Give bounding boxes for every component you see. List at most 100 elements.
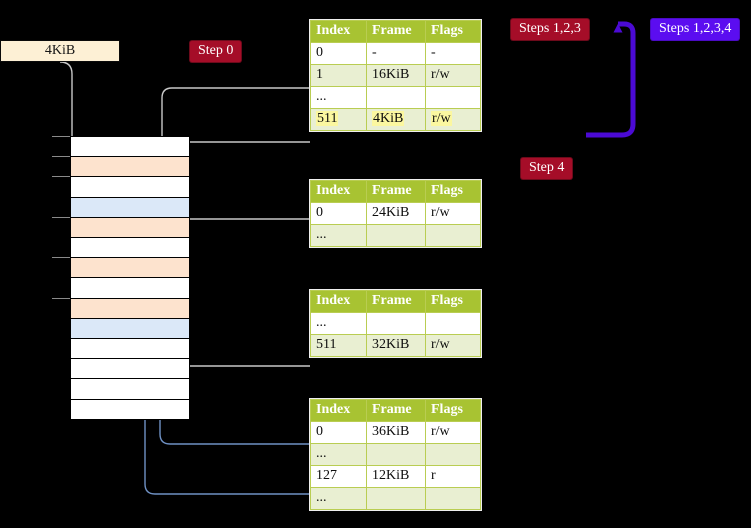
cell-flags: r/w [425,421,481,444]
cell-flags: r/w [425,334,481,357]
memory-frame-row [70,358,190,380]
cell-frame [366,86,426,109]
table-row[interactable]: ... [310,224,481,247]
wire-l3row0-to-mem6 [177,218,310,266]
memory-frame-row [70,277,190,299]
memory-frame-row [70,237,190,259]
table-row[interactable]: ... [310,487,481,510]
memory-frame-row [70,338,190,360]
cell-index: ... [310,224,367,247]
column-header-frame: Frame [366,399,426,422]
cell-flags: r/w [425,64,481,87]
column-header-flags: Flags [425,399,481,422]
memory-frame-row [70,317,190,339]
memory-frame-row [70,136,190,158]
column-header-index: Index [310,180,367,203]
badge-step-0: Step 0 [190,41,242,62]
table-row[interactable]: 511 4KiB r/w [310,108,481,131]
cell-flags [425,224,481,247]
cell-frame: - [366,42,426,65]
cell-index: 127 [310,465,367,488]
cell-index: ... [310,443,367,466]
table-row[interactable]: ... [310,86,481,109]
column-header-frame: Frame [366,180,426,203]
highlighted-value: 511 [316,111,339,126]
cell-flags [425,487,481,510]
badge-step-4: Step 4 [521,158,573,179]
cell-flags: - [425,42,481,65]
column-header-flags: Flags [425,290,481,313]
cell-frame: 24KiB [366,202,426,225]
column-header-index: Index [310,399,367,422]
cell-index: ... [310,86,367,109]
memory-frame-row [70,216,190,238]
memory-tick-mark [52,176,70,178]
cell-frame [366,312,426,335]
memory-tick-mark [52,216,70,218]
column-header-index: Index [310,20,367,43]
cell-frame [366,443,426,466]
cell-frame: 4KiB [366,108,426,131]
physical-memory-column [52,136,190,420]
cell-frame: 12KiB [366,465,426,488]
cell-flags [425,86,481,109]
memory-frame-row [70,156,190,178]
cell-frame: 36KiB [366,421,426,444]
badge-steps-123: Steps 1,2,3 [511,19,589,40]
table-row[interactable]: ... [310,443,481,466]
cell-flags [425,443,481,466]
cell-frame [366,487,426,510]
memory-frame-row [70,378,190,400]
memory-frame-row [70,176,190,198]
table-row[interactable]: 0-- [310,42,481,65]
violet-bracket [586,21,636,138]
cell-flags [425,312,481,335]
badge-steps-1234: Steps 1,2,3,4 [651,19,740,40]
column-header-index: Index [310,290,367,313]
memory-tick-mark [52,297,70,299]
cell-index: ... [310,312,367,335]
memory-frame-row [70,257,190,279]
wire-l2row511-to-mem8 [171,314,310,367]
cell-index: 0 [310,421,367,444]
highlighted-value: r/w [431,111,452,126]
cell-flags: r/w [425,202,481,225]
memory-frame-row [70,398,190,420]
cell-flags: r [425,465,481,488]
memory-tick-mark [52,156,70,158]
cell-index: 0 [310,202,367,225]
cell-index: 0 [310,42,367,65]
column-header-flags: Flags [425,20,481,43]
cell-flags: r/w [425,108,481,131]
column-header-frame: Frame [366,290,426,313]
memory-frame-row [70,196,190,218]
memory-size-label: 4KiB [0,40,120,62]
cell-index: ... [310,487,367,510]
cell-frame [366,224,426,247]
highlighted-value: 4KiB [372,111,405,126]
cell-index: 511 [310,334,367,357]
table-row[interactable]: ... [310,312,481,335]
column-header-frame: Frame [366,20,426,43]
column-header-flags: Flags [425,180,481,203]
cell-frame: 32KiB [366,334,426,357]
memory-frame-row [70,297,190,319]
memory-tick-mark [52,257,70,259]
cell-frame: 16KiB [366,64,426,87]
cell-index: 1 [310,64,367,87]
wire-l4row511-to-mem4 [177,141,310,222]
